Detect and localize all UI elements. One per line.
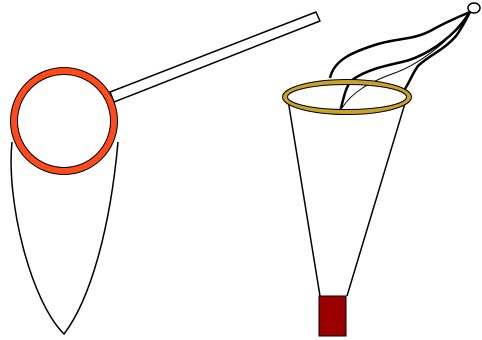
plankton-net-cone [288, 100, 406, 296]
sweep-net-rim [14, 71, 114, 171]
plankton-net-collecting-cup [319, 296, 346, 336]
plankton-net-bridle-left [330, 12, 470, 78]
plankton-net-bridle-middle [340, 12, 470, 112]
sweep-net-handle [110, 12, 320, 102]
sweep-net [11, 12, 321, 334]
plankton-net [283, 3, 481, 336]
plankton-net-tow-loop [468, 3, 480, 13]
